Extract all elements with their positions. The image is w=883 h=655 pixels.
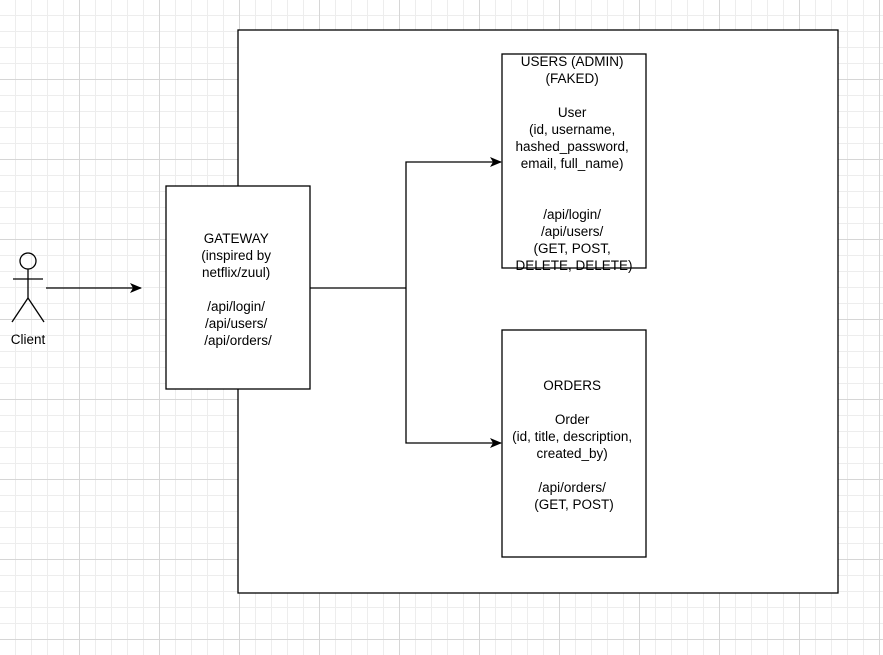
gateway-label: GATEWAY (inspired by netflix/zuul) /api/… [201, 231, 275, 348]
stick-figure-icon [11, 252, 45, 323]
users-service-node[interactable]: USERS (ADMIN) (FAKED) User (id, username… [501, 53, 647, 273]
client-label: Client [11, 332, 46, 347]
users-service-box[interactable] [501, 53, 647, 269]
orders-service-node[interactable]: ORDERS Order (id, title, description, cr… [501, 329, 647, 558]
users-service-label: USERS (ADMIN) (FAKED) User (id, username… [515, 54, 632, 273]
client-actor[interactable]: Client [11, 252, 46, 347]
gateway-node[interactable]: GATEWAY (inspired by netflix/zuul) /api/… [165, 185, 311, 390]
gateway-to-orders-arrow[interactable] [405, 288, 502, 448]
gateway-to-users-arrow[interactable] [405, 157, 502, 288]
orders-service-label: ORDERS Order (id, title, description, cr… [512, 378, 636, 512]
orders-service-box[interactable] [501, 329, 647, 558]
gateway-box[interactable] [165, 185, 311, 390]
